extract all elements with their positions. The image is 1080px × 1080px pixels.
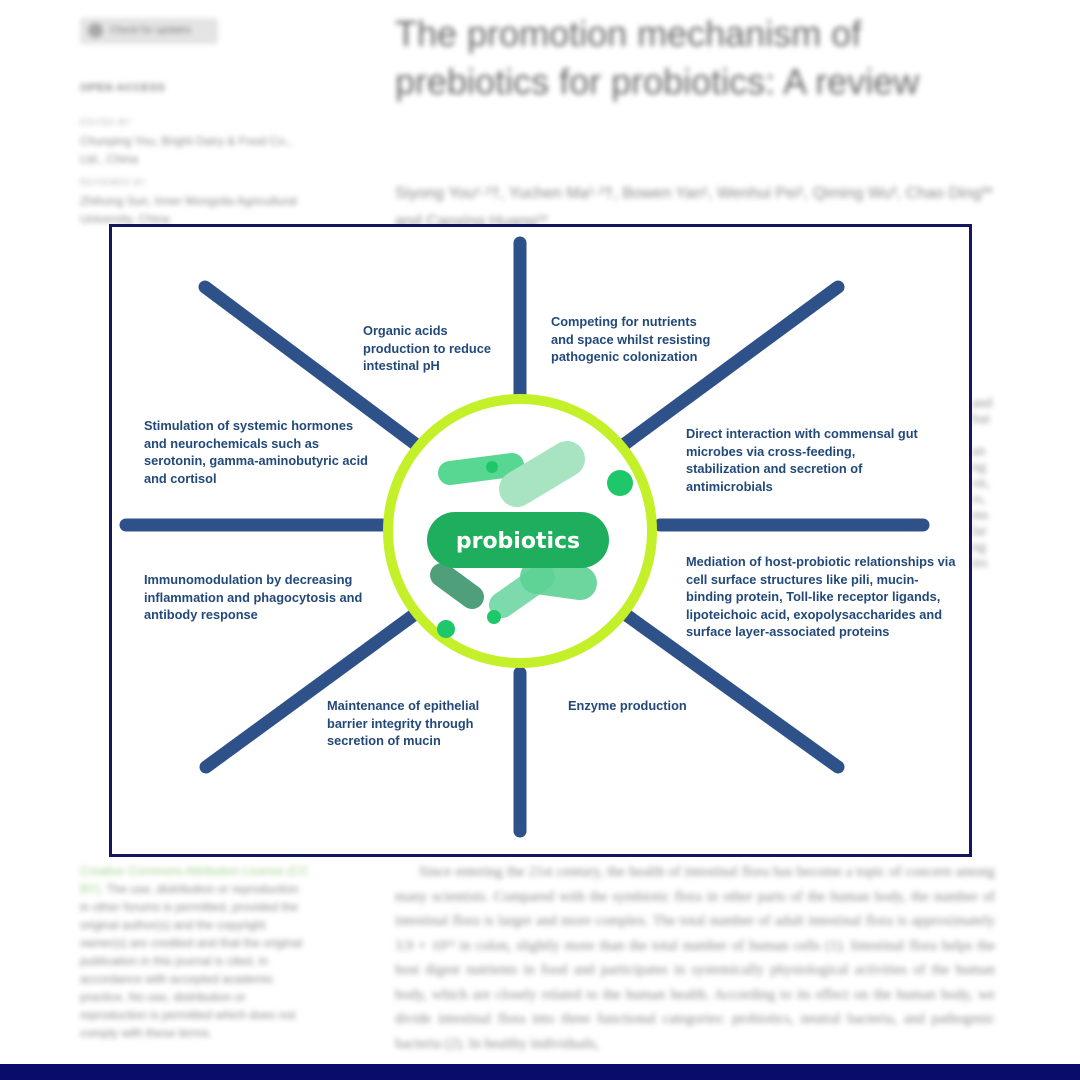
label-hormone-stimulation: Stimulation of systemic hormones and neu… xyxy=(144,418,368,486)
bacterium-dot xyxy=(486,461,498,473)
open-access-label: OPEN ACCESS xyxy=(80,82,166,94)
reviewed-by-text: Zhihong Sun, Inner Mongolia Agricultural… xyxy=(80,194,297,226)
probiotics-pill xyxy=(427,512,609,568)
bacterium-shape xyxy=(520,560,597,600)
spoke-top-right xyxy=(611,280,845,456)
bottom-bar xyxy=(0,1064,1080,1080)
label-competing-nutrients: Competing for nutrients and space whilst… xyxy=(551,314,711,364)
mechanism-diagram: probiotics xyxy=(119,236,930,838)
bacterium-dot xyxy=(437,620,455,638)
label-epithelial-barrier: Maintenance of epithelial barrier integr… xyxy=(327,698,480,748)
spokes xyxy=(119,236,930,838)
edited-by-text: Chunping You, Bright Dairy & Food Co., L… xyxy=(80,134,292,166)
bacteria-illustration: probiotics xyxy=(427,441,633,638)
label-immunomodulation: Immunomodulation by decreasing inflammat… xyxy=(144,572,363,622)
label-organic-acids: Organic acids production to reduce intes… xyxy=(363,323,491,373)
spoke-top-left xyxy=(198,280,429,456)
reviewed-by-block: REVIEWED BY Zhihong Sun, Inner Mongolia … xyxy=(80,166,310,228)
bacterium-dot xyxy=(607,470,633,496)
label-host-mediation: Mediation of host-probiotic relationship… xyxy=(686,554,956,639)
spoke-bottom-right xyxy=(611,602,845,774)
probiotics-label: probiotics xyxy=(456,529,580,554)
bacterium-dot xyxy=(487,610,501,624)
edited-by-block: EDITED BY Chunping You, Bright Dairy & F… xyxy=(80,106,310,168)
bacterium-shape xyxy=(438,453,524,485)
spoke-bottom-left xyxy=(199,602,429,774)
license-link[interactable]: Creative Commons Attribution License (CC… xyxy=(80,864,309,896)
license-text: The use, distribution or reproduction in… xyxy=(80,882,303,1040)
label-direct-interaction: Direct interaction with commensal gut mi… xyxy=(686,426,918,494)
edited-by-heading: EDITED BY xyxy=(80,118,132,127)
reviewed-by-heading: REVIEWED BY xyxy=(80,178,147,187)
article-body-text: Since entering the 21st century, the hea… xyxy=(395,864,995,1052)
bacterium-shape xyxy=(430,563,484,609)
license-block: Creative Commons Attribution License (CC… xyxy=(80,862,310,1042)
probiotics-mechanism-figure: probiotics Organic acids production to r… xyxy=(109,224,972,857)
bacterium-shape xyxy=(499,441,585,507)
label-enzyme-production: Enzyme production xyxy=(568,698,687,713)
check-for-updates-badge[interactable]: Check for updates xyxy=(80,18,218,44)
article-title: The promotion mechanism of prebiotics fo… xyxy=(395,13,920,102)
